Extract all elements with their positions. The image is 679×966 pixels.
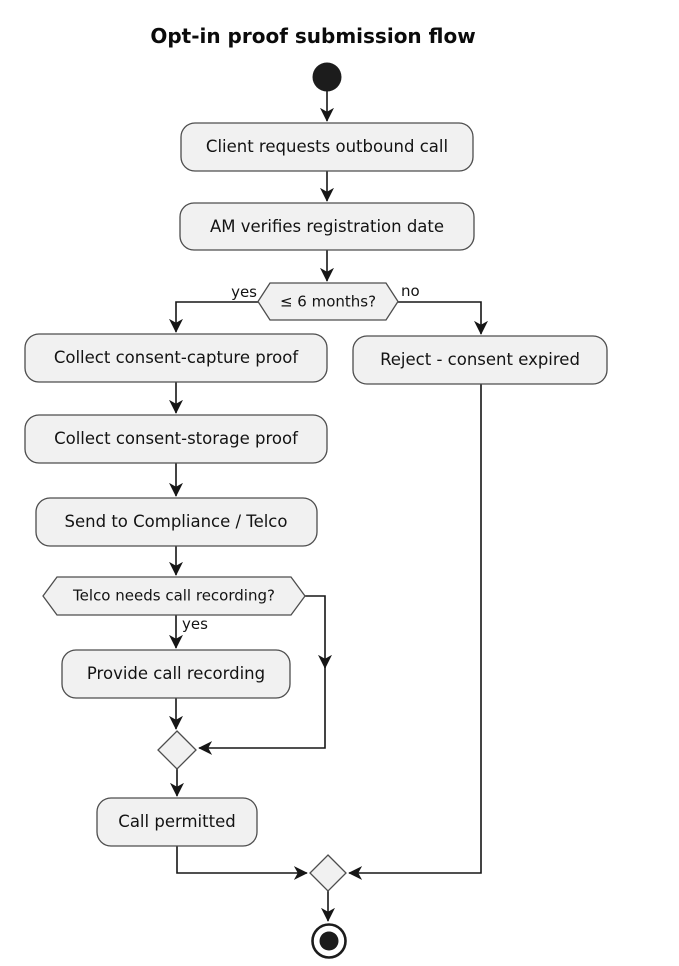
edge-reject-to-final-merge <box>348 384 482 880</box>
edge-label-no-months: no <box>401 282 420 300</box>
node-months-decision <box>257 282 399 321</box>
end-node-dot <box>319 931 339 951</box>
node-reject-expired <box>352 335 608 385</box>
node-client-request <box>180 122 474 172</box>
label-collect-storage: Collect consent-storage proof <box>54 428 298 448</box>
start-node <box>312 62 342 92</box>
label-send-compliance: Send to Compliance / Telco <box>64 511 288 531</box>
edge-label-yes-recording: yes <box>182 615 208 633</box>
node-recording-decision <box>42 576 306 616</box>
edge-recording-bypass-to-merge <box>198 666 326 755</box>
node-collect-capture <box>24 333 328 383</box>
edge-months-yes-to-collect-capture <box>169 301 258 333</box>
node-final-merge <box>309 854 347 892</box>
node-send-compliance <box>35 497 318 547</box>
diagram-title: Opt-in proof submission flow <box>150 24 476 48</box>
node-merge-after-recording <box>157 730 197 770</box>
edge-recording-bypass-upper <box>305 595 332 669</box>
label-reject-expired: Reject - consent expired <box>380 349 580 369</box>
node-verify-date <box>179 202 475 251</box>
label-recording-decision: Telco needs call recording? <box>73 586 275 605</box>
edge-call-permitted-to-final-merge <box>176 846 308 880</box>
node-provide-recording <box>61 649 291 699</box>
label-verify-date: AM verifies registration date <box>209 216 445 236</box>
edge-months-no-to-reject <box>398 301 488 335</box>
label-collect-capture: Collect consent-capture proof <box>53 347 299 367</box>
label-months-decision: ≤ 6 months? <box>279 292 377 311</box>
label-provide-recording: Provide call recording <box>86 663 266 683</box>
node-collect-storage <box>24 414 328 464</box>
label-client-request: Client requests outbound call <box>205 136 449 156</box>
node-call-permitted <box>96 797 258 847</box>
edge-label-yes-months: yes <box>231 283 257 301</box>
label-call-permitted: Call permitted <box>118 811 236 831</box>
